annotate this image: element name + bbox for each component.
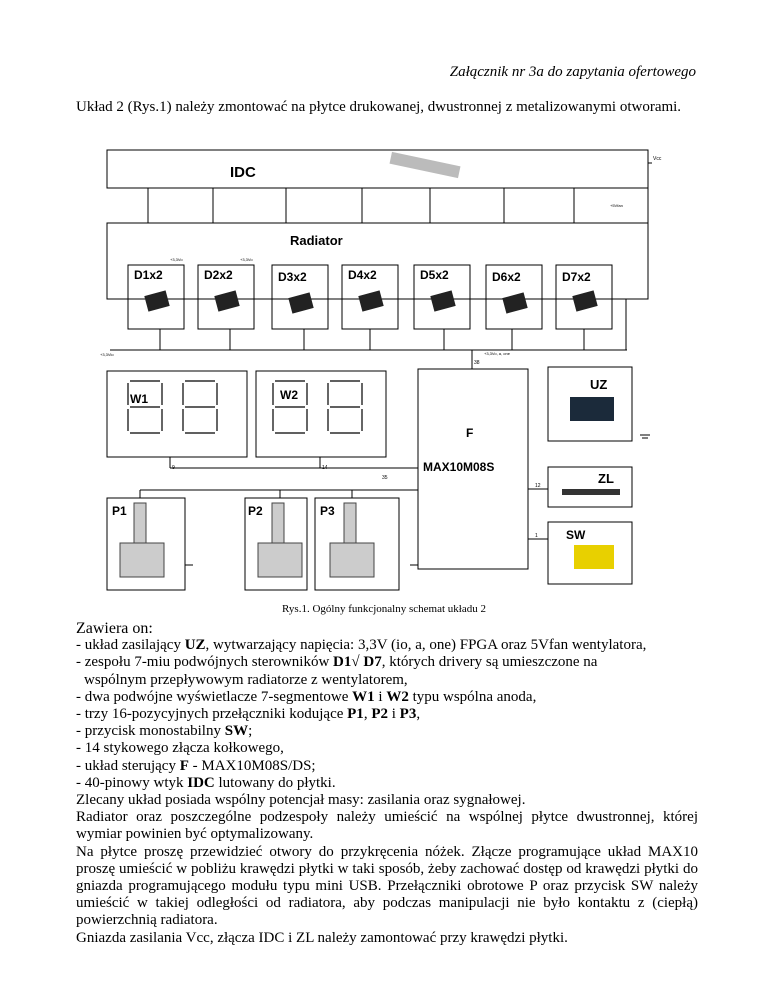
w1-label: W1 [130,392,148,406]
bus-9-label: 9 [172,465,175,471]
fpga-label: MAX10M08S [423,460,494,474]
paragraph-mounting: Na płytce proszę przewidzieć otwory do p… [76,843,698,929]
list-item-switches: - trzy 16-pozycyjnych przełączniki koduj… [76,706,421,723]
list-item-idc: - 40-pinowy wtyk IDC lutowany do płytki. [76,774,336,791]
paragraph-ground: Zlecany układ posiada wspólny potencjał … [76,792,526,809]
figure-caption: Rys.1. Ogólny funkcjonalny schemat układ… [282,603,486,615]
block-diagram: IDC Vcc Radiator D1x2 D2x2 D3x2 D4x2 D5x… [100,145,668,595]
description: Zawiera on: - układ zasilający UZ, wytwa… [76,620,698,947]
bus-1-label: 1 [535,533,538,539]
driver-label-6: D6x2 [492,270,521,284]
p1-label: P1 [112,504,127,518]
driver-label-5: D5x2 [420,268,449,282]
zl-label: ZL [598,471,614,486]
driver-label-3: D3x2 [278,270,307,284]
list-item-connector: - 14 stykowego złącza kołkowego, [76,740,284,757]
driver-label-1: D1x2 [134,268,163,282]
idc-block [106,149,649,189]
bus-a-one-label: +3,3Vo, a, one [484,351,511,356]
list-item-drivers-cont: wspólnym przepływowym radiatorze z wenty… [84,671,408,688]
bus-35-label: 35 [382,475,388,481]
intro-paragraph: Układ 2 (Rys.1) należy zmontować na płyt… [76,99,682,115]
supply-label-1: +3,3Vo [170,257,183,262]
annex-header: Załącznik nr 3a do zapytania ofertowego [449,64,696,80]
list-item-fpga: - układ sterujący F - MAX10M08S/DS; [76,757,316,774]
paragraph-edge: Gniazda zasilania Vcc, złącza IDC i ZL n… [76,929,568,946]
p3-label: P3 [320,504,335,518]
bus-14-label: 14 [322,465,328,471]
bus-12-label: 12 [535,483,541,489]
radiator-label: Radiator [290,233,343,248]
list-item-drivers: - zespołu 7-miu podwójnych sterowników D… [76,654,598,671]
list-item-displays: - dwa podwójne wyświetlacze 7-segmentowe… [76,688,537,705]
idc-label: IDC [230,164,256,181]
vio-label: +3,3Vio [100,352,114,357]
bus-38-label: 38 [474,360,480,366]
driver-label-7: D7x2 [562,270,591,284]
w2-label: W2 [280,388,298,402]
uz-label: UZ [590,377,607,392]
f-label: F [466,426,473,440]
radiator-block [106,222,649,300]
fan-supply-label: +5Vfan [610,203,623,208]
vcc-label: Vcc [653,156,662,162]
list-item-button: - przycisk monostabilny SW; [76,723,253,740]
list-item-uz: - układ zasilający UZ, wytwarzający napi… [76,637,647,654]
p2-label: P2 [248,504,263,518]
driver-label-4: D4x2 [348,268,377,282]
paragraph-board: Radiator oraz poszczególne podzespoły na… [76,809,698,843]
sw-label: SW [566,528,586,542]
supply-label-2: +3,3Vo [240,257,253,262]
contains-heading: Zawiera on: [76,620,153,637]
driver-label-2: D2x2 [204,268,233,282]
